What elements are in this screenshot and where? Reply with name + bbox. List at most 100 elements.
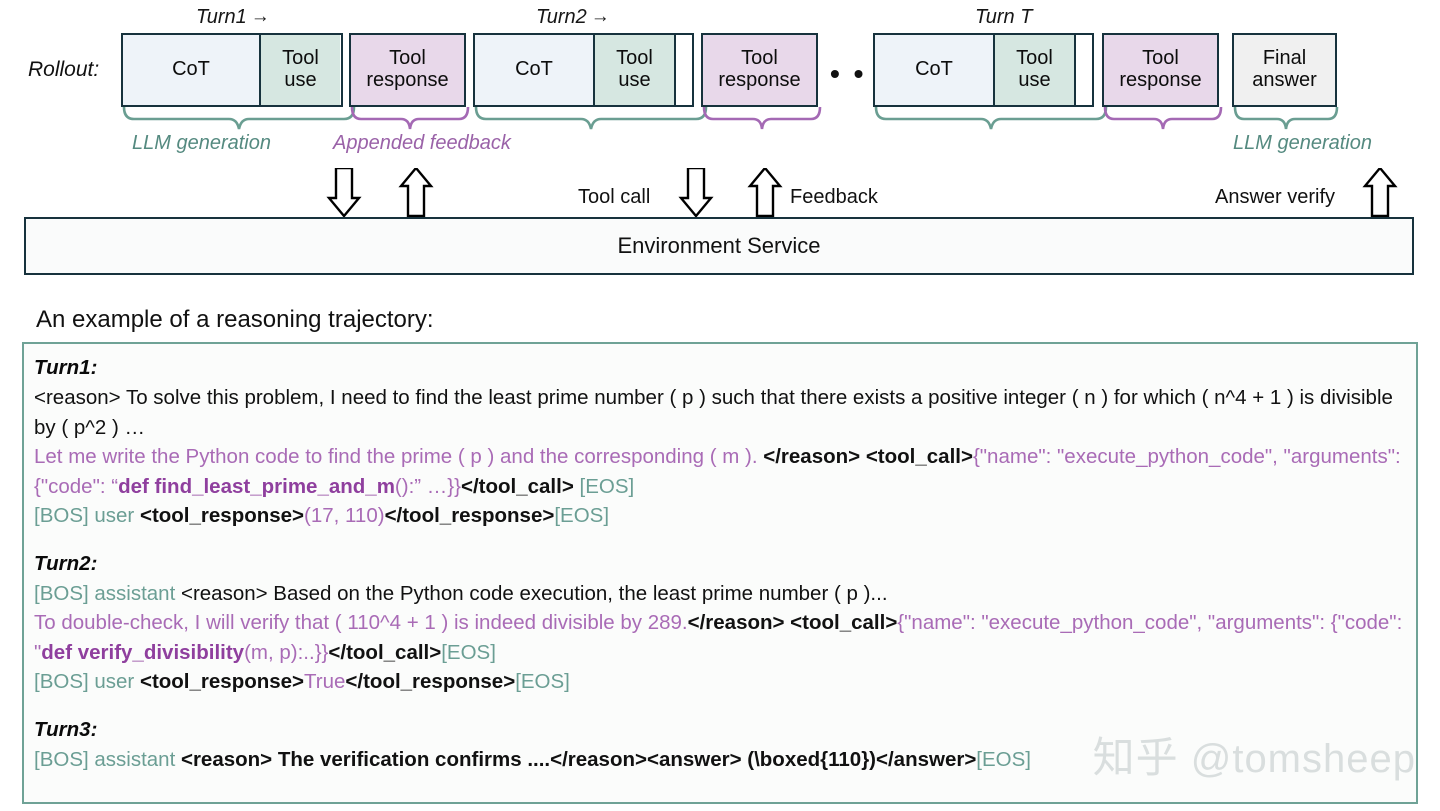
turnT-tool-response-group: Tool response: [1102, 33, 1219, 107]
trajectory-span: <reason> Based on the Python code execut…: [180, 581, 888, 605]
turn-heading: Turn1:: [34, 356, 98, 379]
segment-cot-2: CoT: [475, 35, 593, 105]
turn-label-1-text: Turn1: [196, 6, 247, 28]
segment-tool-response-t-line2: response: [1119, 69, 1202, 91]
trajectory-line: [BOS] assistant <reason> Based on the Py…: [34, 579, 1406, 609]
turn-heading: Turn3:: [34, 717, 98, 741]
arrow-down-2-icon: [678, 168, 714, 218]
segment-tool-use-2-line1: Tool: [616, 47, 653, 70]
trajectory-span: <reason> The verification confirms ....<…: [180, 747, 977, 771]
trajectory-span: </tool_call>: [328, 640, 442, 664]
watermark-cn: 知乎: [1092, 734, 1179, 781]
segment-tool-use-t: Tool use: [993, 35, 1074, 105]
watermark-handle: @tomsheep: [1190, 737, 1416, 781]
brace-llm-generation-2: [474, 106, 708, 130]
segment-cot-t: CoT: [875, 35, 993, 105]
trajectory-span: [BOS] user: [34, 670, 140, 693]
segment-tool-use-1-line1: Tool: [282, 47, 319, 70]
turn-arrow-1-icon: →: [250, 6, 270, 27]
trajectory-span: True: [304, 670, 346, 693]
final-answer-group: Final answer: [1232, 33, 1337, 107]
trajectory-line: [BOS] user <tool_response>True</tool_res…: [34, 667, 1406, 697]
turn2-generation-group: CoT Tool use: [473, 33, 694, 107]
arrow-up-1-icon: [398, 168, 434, 218]
segment-tool-use-1: Tool use: [259, 35, 340, 105]
brace-row: [122, 106, 1339, 130]
turn-label-t-text: Turn T: [975, 6, 1033, 28]
trajectory-span: </tool_call>: [461, 474, 574, 498]
trajectory-line: Let me write the Python code to find the…: [34, 442, 1406, 501]
trajectory-span: </reason> <tool_call>: [763, 445, 973, 468]
rollout-diagram: Turn1→ Turn2→ Turn T Rollout: CoT Tool u…: [0, 0, 1440, 275]
label-feedback: Feedback: [790, 186, 878, 208]
trajectory-span: [EOS]: [515, 670, 570, 693]
arrow-up-2-icon: [747, 168, 783, 218]
turnT-generation-group: CoT Tool use: [873, 33, 1094, 107]
example-caption: An example of a reasoning trajectory:: [36, 306, 434, 333]
arrow-down-1-icon: [326, 168, 362, 218]
segment-tool-use-1-line2: use: [284, 69, 317, 91]
trajectory-span: (m, p):..}}: [244, 640, 329, 664]
trajectory-span: def find_least_prime_and_m: [118, 474, 395, 498]
segment-tool-response-1-line2: response: [366, 69, 449, 91]
label-tool-call: Tool call: [578, 186, 651, 208]
turn1-tool-response-group: Tool response: [349, 33, 466, 107]
segment-final-answer: Final answer: [1234, 35, 1335, 105]
segment-cot-1: CoT: [123, 35, 259, 105]
turn-label-1: Turn1→: [196, 6, 270, 29]
turn-label-2: Turn2→: [536, 6, 610, 29]
trajectory-span: {"name": "execute_python_code", "argumen…: [34, 611, 1403, 664]
rollout-label: Rollout:: [28, 58, 100, 81]
brace-appended-feedback-1: [350, 106, 470, 130]
trajectory-span: </tool_response>: [345, 670, 516, 693]
segment-tool-response-t: Tool response: [1104, 35, 1217, 105]
trajectory-span: <reason> To solve this problem, I need t…: [34, 386, 1393, 439]
trajectory-span: </reason> <tool_call>: [687, 611, 898, 634]
trajectory-span: [EOS]: [441, 640, 496, 664]
trajectory-span: def verify_divisibility: [41, 640, 245, 664]
segment-tool-response-t-line1: Tool: [1142, 47, 1179, 70]
brace-llm-generation-t: [874, 106, 1108, 130]
turn-label-2-text: Turn2: [536, 6, 587, 28]
segment-tool-response-2: Tool response: [703, 35, 816, 105]
arrow-up-verify-icon: [1362, 168, 1398, 218]
label-appended-feedback: Appended feedback: [333, 132, 511, 154]
trajectory-span: </tool_response>: [384, 504, 555, 527]
watermark: 知乎 @tomsheep: [1093, 724, 1416, 785]
trajectory-line: [BOS] user <tool_response>(17, 110)</too…: [34, 501, 1406, 531]
label-llm-generation-right: LLM generation: [1233, 132, 1372, 154]
turn-heading: Turn2:: [34, 551, 98, 575]
segment-tool-response-2-line2: response: [718, 69, 801, 91]
brace-appended-feedback-2: [702, 106, 822, 130]
trajectory-span: <tool_response>: [139, 504, 305, 527]
trajectory-line: <reason> To solve this problem, I need t…: [34, 383, 1406, 442]
segment-tool-response-1: Tool response: [351, 35, 464, 105]
reasoning-trajectory-box: Turn1: <reason> To solve this problem, I …: [22, 342, 1418, 804]
io-arrows: [326, 168, 1398, 218]
segment-tool-use-t-line2: use: [1018, 69, 1051, 91]
turn1-generation-group: CoT Tool use: [121, 33, 343, 107]
environment-service-label: Environment Service: [617, 233, 821, 258]
segment-final-answer-line2: answer: [1252, 69, 1317, 91]
trajectory-span: [BOS] assistant: [34, 581, 181, 605]
brace-llm-generation-1: [122, 106, 356, 130]
brace-appended-feedback-t: [1103, 106, 1223, 130]
trajectory-span: [EOS]: [554, 504, 610, 527]
trajectory-span: To double-check, I will verify that ( 11…: [34, 611, 688, 634]
trajectory-span: <tool_response>: [139, 670, 305, 693]
environment-service-bar: Environment Service: [24, 217, 1414, 275]
segment-blank-2: [674, 35, 691, 105]
trajectory-line: [BOS] assistant <reason> The verificatio…: [34, 745, 1406, 775]
trajectory-span: (17, 110): [304, 504, 385, 527]
segment-tool-use-2: Tool use: [593, 35, 674, 105]
trajectory-span: [EOS]: [573, 474, 635, 498]
segment-tool-use-2-line2: use: [618, 69, 651, 91]
segment-tool-response-1-line1: Tool: [389, 47, 426, 70]
turn-label-t: Turn T: [975, 6, 1032, 29]
trajectory-line: To double-check, I will verify that ( 11…: [34, 608, 1406, 667]
segment-blank-t: [1074, 35, 1091, 105]
turn2-tool-response-group: Tool response: [701, 33, 818, 107]
segment-tool-use-t-line1: Tool: [1016, 47, 1053, 70]
trajectory-span: [EOS]: [976, 747, 1031, 771]
trajectory-span: ():” …}}: [394, 474, 461, 498]
